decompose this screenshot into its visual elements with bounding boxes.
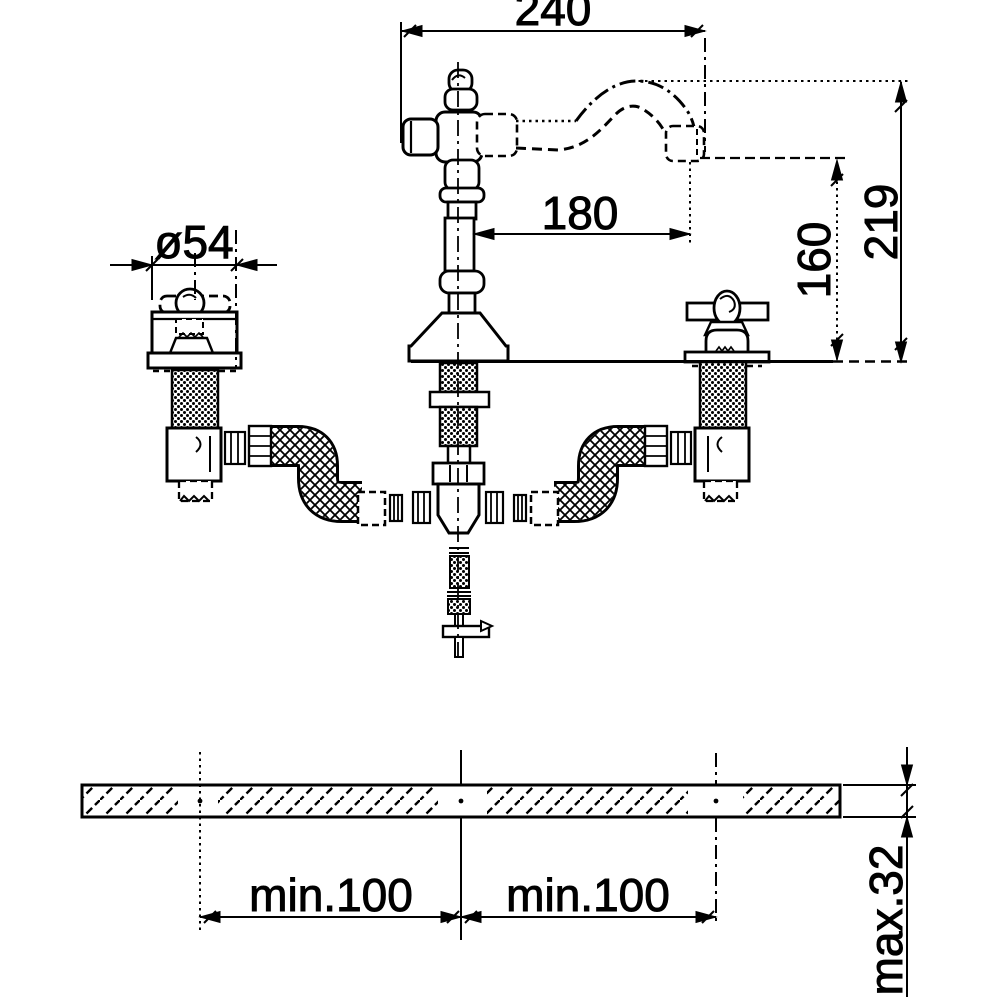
counter-section: min.100 min.100 max.32 [80,747,916,997]
center-column [401,68,519,363]
right-pipe-union [529,490,560,527]
left-valve-body [165,426,223,483]
dim-160-label: 160 [788,222,840,299]
dim-160: 160 [700,156,847,362]
left-handle-flange [146,351,243,370]
dim-54: ø54 [110,216,277,368]
dim-240-label: 240 [515,0,592,35]
dim-180-label: 180 [542,187,619,239]
dim-240: 240 [400,0,707,152]
right-supply-pipe [554,425,648,523]
spout-aerator [664,124,706,163]
spout-left-port [401,117,440,157]
left-handle [146,253,273,503]
dim-219: 219 [632,80,909,364]
dim-max32: max.32 [843,747,916,997]
faucet-spout [515,79,706,163]
left-handle-shank [170,368,220,430]
dim-min100-right-label: min.100 [506,869,670,921]
spout-right-port [475,112,519,158]
spout-cap [443,87,479,112]
dim-min100-left-label: min.100 [249,869,413,921]
left-pipe-union [356,490,387,527]
dim-max32-label: max.32 [860,845,912,996]
left-port-nut [388,490,432,525]
dim-219-label: 219 [855,184,907,261]
right-handle-shank [698,360,748,430]
dim-54-label: ø54 [154,216,233,268]
spout-cross-body [434,110,484,164]
left-supply-pipe [268,425,362,523]
center-shank [428,361,491,535]
dim-min100-right: min.100 [459,869,718,924]
right-valve-body [693,426,751,483]
right-port-nut [484,490,528,525]
right-handle [643,289,771,503]
faucet-drawing [146,62,908,660]
dimensions: 240 180 160 219 [110,0,909,368]
dim-min100-left: min.100 [198,869,463,924]
dim-180: 180 [472,162,692,245]
drain-rod [441,547,495,658]
